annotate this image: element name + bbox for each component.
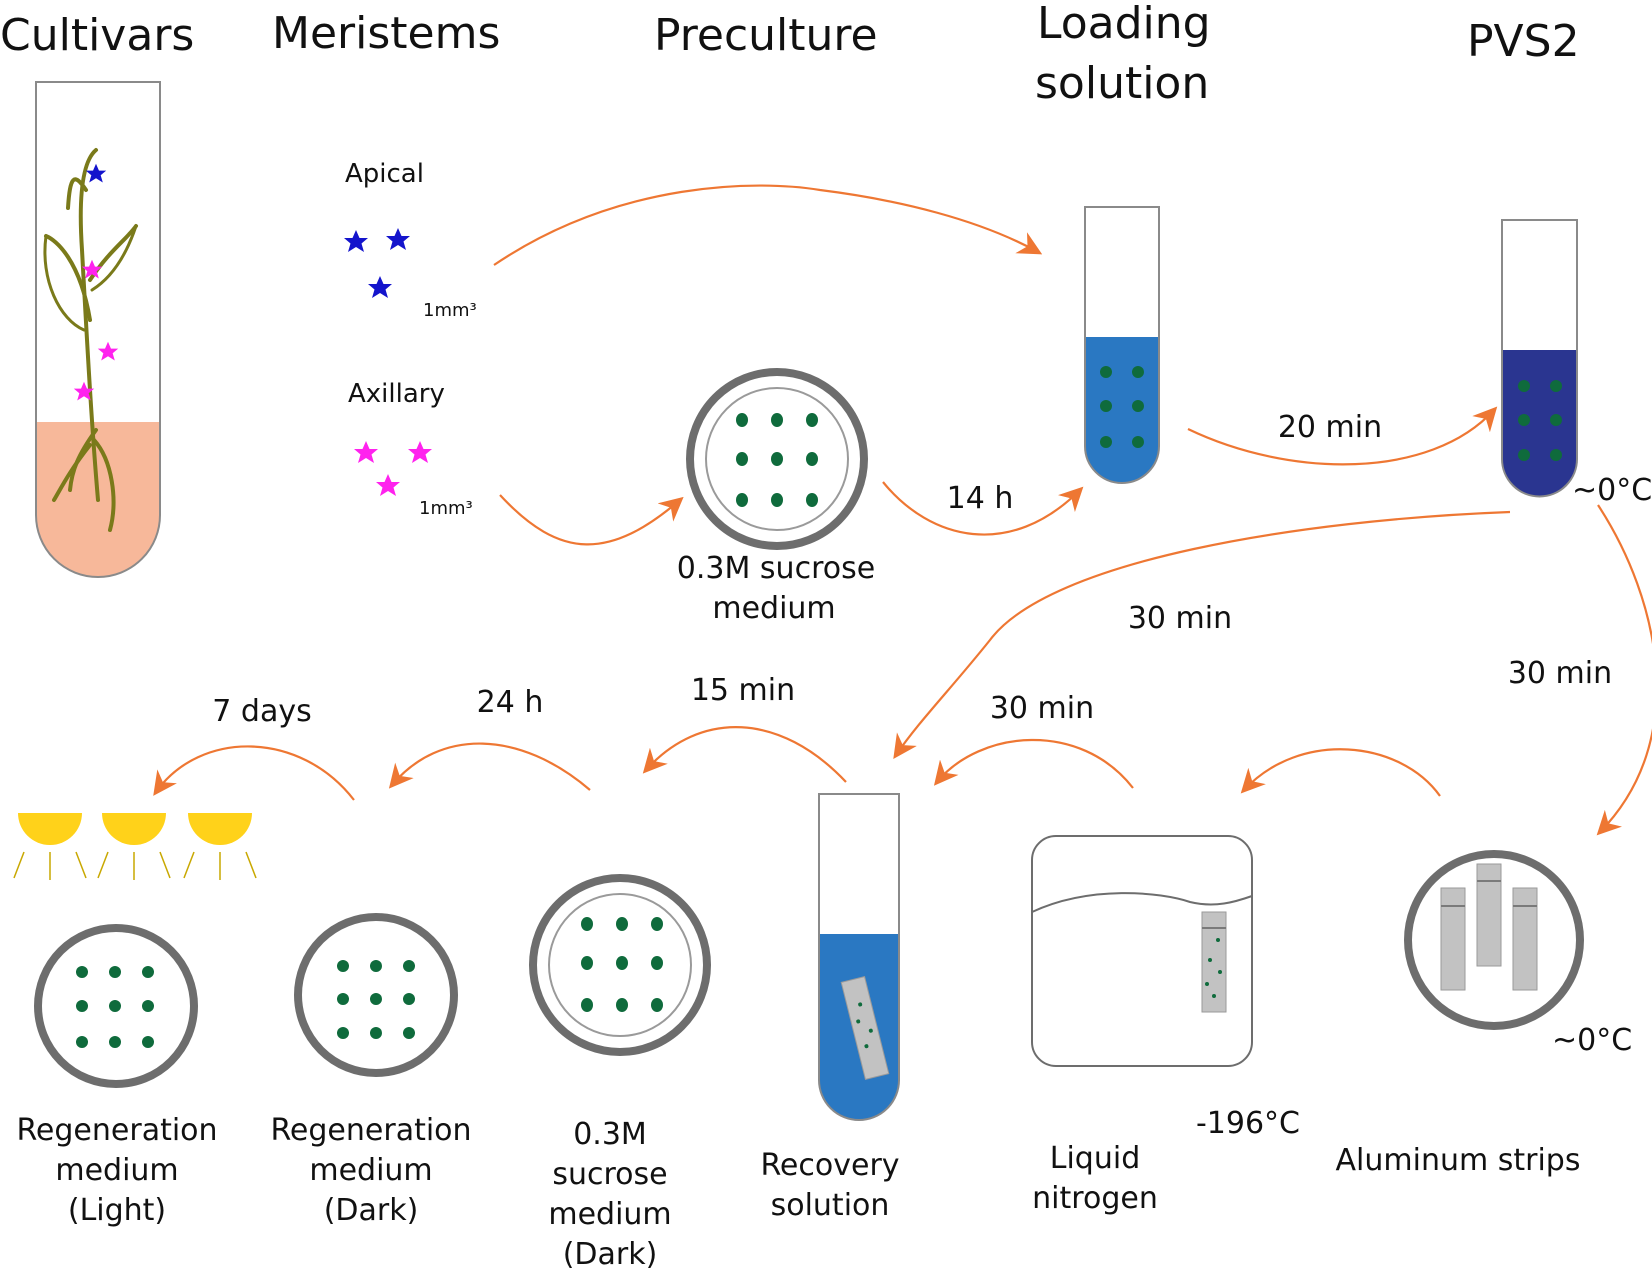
star-icon <box>81 259 103 279</box>
label-axillary: Axillary <box>348 379 445 409</box>
loading-solution-tube <box>1084 206 1160 484</box>
process-arrows <box>153 184 1652 836</box>
arrow-ln-to-recovery <box>933 738 1134 789</box>
star-icon <box>85 163 107 183</box>
label-pvs2-temp: ~0°C <box>1572 473 1652 508</box>
star-icon <box>73 381 95 401</box>
label-regen-light-line1: Regeneration <box>16 1113 217 1148</box>
recovery-solution-tube <box>818 793 900 1121</box>
arrow-apical-to-loading <box>493 184 1043 266</box>
duration-pvs2-to-recovery: 30 min <box>1128 601 1232 636</box>
label-apical: Apical <box>345 159 424 189</box>
size-axillary: 1mm³ <box>419 498 473 519</box>
arrow-pvs2-to-recovery <box>893 510 1511 759</box>
label-regen-dark-line2: medium <box>309 1153 432 1188</box>
arrow-regen-dark-to-light <box>153 745 355 801</box>
label-ln-temp: -196°C <box>1196 1106 1300 1141</box>
regeneration-light-dish <box>34 924 198 1088</box>
aluminum-strips-dish <box>1404 850 1584 1030</box>
label-sucrose-dark-line1: 0.3M <box>573 1117 647 1152</box>
lamp-icon <box>183 813 257 880</box>
duration-ln-to-recovery: 30 min <box>990 691 1094 726</box>
star-icon <box>368 276 392 298</box>
axillary-meristems: Axillary 1mm³ <box>348 379 473 519</box>
aluminum-strip-icon <box>840 975 890 1081</box>
duration-preculture-to-loading: 14 h <box>947 481 1014 516</box>
header-preculture: Preculture <box>654 10 878 61</box>
label-liquid-nitrogen-line2: nitrogen <box>1032 1181 1158 1216</box>
lamp-icon <box>13 813 87 880</box>
label-regen-dark-line1: Regeneration <box>270 1113 471 1148</box>
header-pvs2: PVS2 <box>1467 16 1580 67</box>
duration-loading-to-pvs2: 20 min <box>1278 410 1382 445</box>
header-loading-line2: solution <box>1035 58 1209 109</box>
star-icon <box>376 474 400 496</box>
duration-pvs2-to-strips: 30 min <box>1508 656 1612 691</box>
label-regen-dark-line3: (Dark) <box>324 1193 419 1228</box>
size-apical: 1mm³ <box>423 300 477 321</box>
regeneration-dark-dish <box>294 913 458 1077</box>
label-recovery-line2: solution <box>771 1188 890 1223</box>
label-sucrose-dark-line3: medium <box>548 1197 671 1232</box>
label-preculture-medium-line2: medium <box>712 591 835 626</box>
arrow-pvs2-to-strips <box>1596 504 1652 836</box>
cultivar-tube <box>35 81 161 578</box>
arrow-strips-to-ln <box>1240 748 1441 797</box>
header-loading-line1: Loading <box>1037 0 1211 49</box>
label-regen-light-line3: (Light) <box>68 1193 166 1228</box>
label-regen-light-line2: medium <box>55 1153 178 1188</box>
arrow-sucrose-to-regen-dark <box>388 742 591 791</box>
star-icon <box>354 441 378 463</box>
preculture-dish <box>686 368 868 550</box>
arrow-loading-to-pvs2 <box>1187 406 1498 466</box>
liquid-nitrogen-container <box>1031 835 1253 1067</box>
duration-recovery-to-sucrose: 15 min <box>691 673 795 708</box>
label-sucrose-dark-line4: (Dark) <box>563 1237 658 1272</box>
arrow-axillary-to-preculture <box>499 494 684 546</box>
arrow-preculture-to-loading <box>882 481 1084 536</box>
duration-regen-dark-to-light: 7 days <box>212 694 311 729</box>
grow-lights <box>13 813 257 880</box>
header-cultivars: Cultivars <box>0 10 194 61</box>
apical-meristems: Apical 1mm³ <box>344 159 477 321</box>
arrow-recovery-to-sucrose <box>642 726 847 783</box>
sucrose-dark-dish <box>529 874 711 1056</box>
label-preculture-medium-line1: 0.3M sucrose <box>677 551 875 586</box>
label-liquid-nitrogen-line1: Liquid <box>1050 1141 1140 1176</box>
star-icon <box>97 341 119 361</box>
star-icon <box>408 441 432 463</box>
label-sucrose-dark-line2: sucrose <box>552 1157 667 1192</box>
duration-sucrose-to-regen-dark: 24 h <box>477 685 544 720</box>
label-strips-temp: ~0°C <box>1552 1023 1632 1058</box>
pvs2-tube <box>1501 219 1578 498</box>
lamp-icon <box>97 813 171 880</box>
star-icon <box>386 228 410 250</box>
label-aluminum-strips: Aluminum strips <box>1336 1143 1581 1178</box>
label-recovery-line1: Recovery <box>760 1148 899 1183</box>
header-meristems: Meristems <box>272 8 500 59</box>
star-icon <box>344 230 368 252</box>
